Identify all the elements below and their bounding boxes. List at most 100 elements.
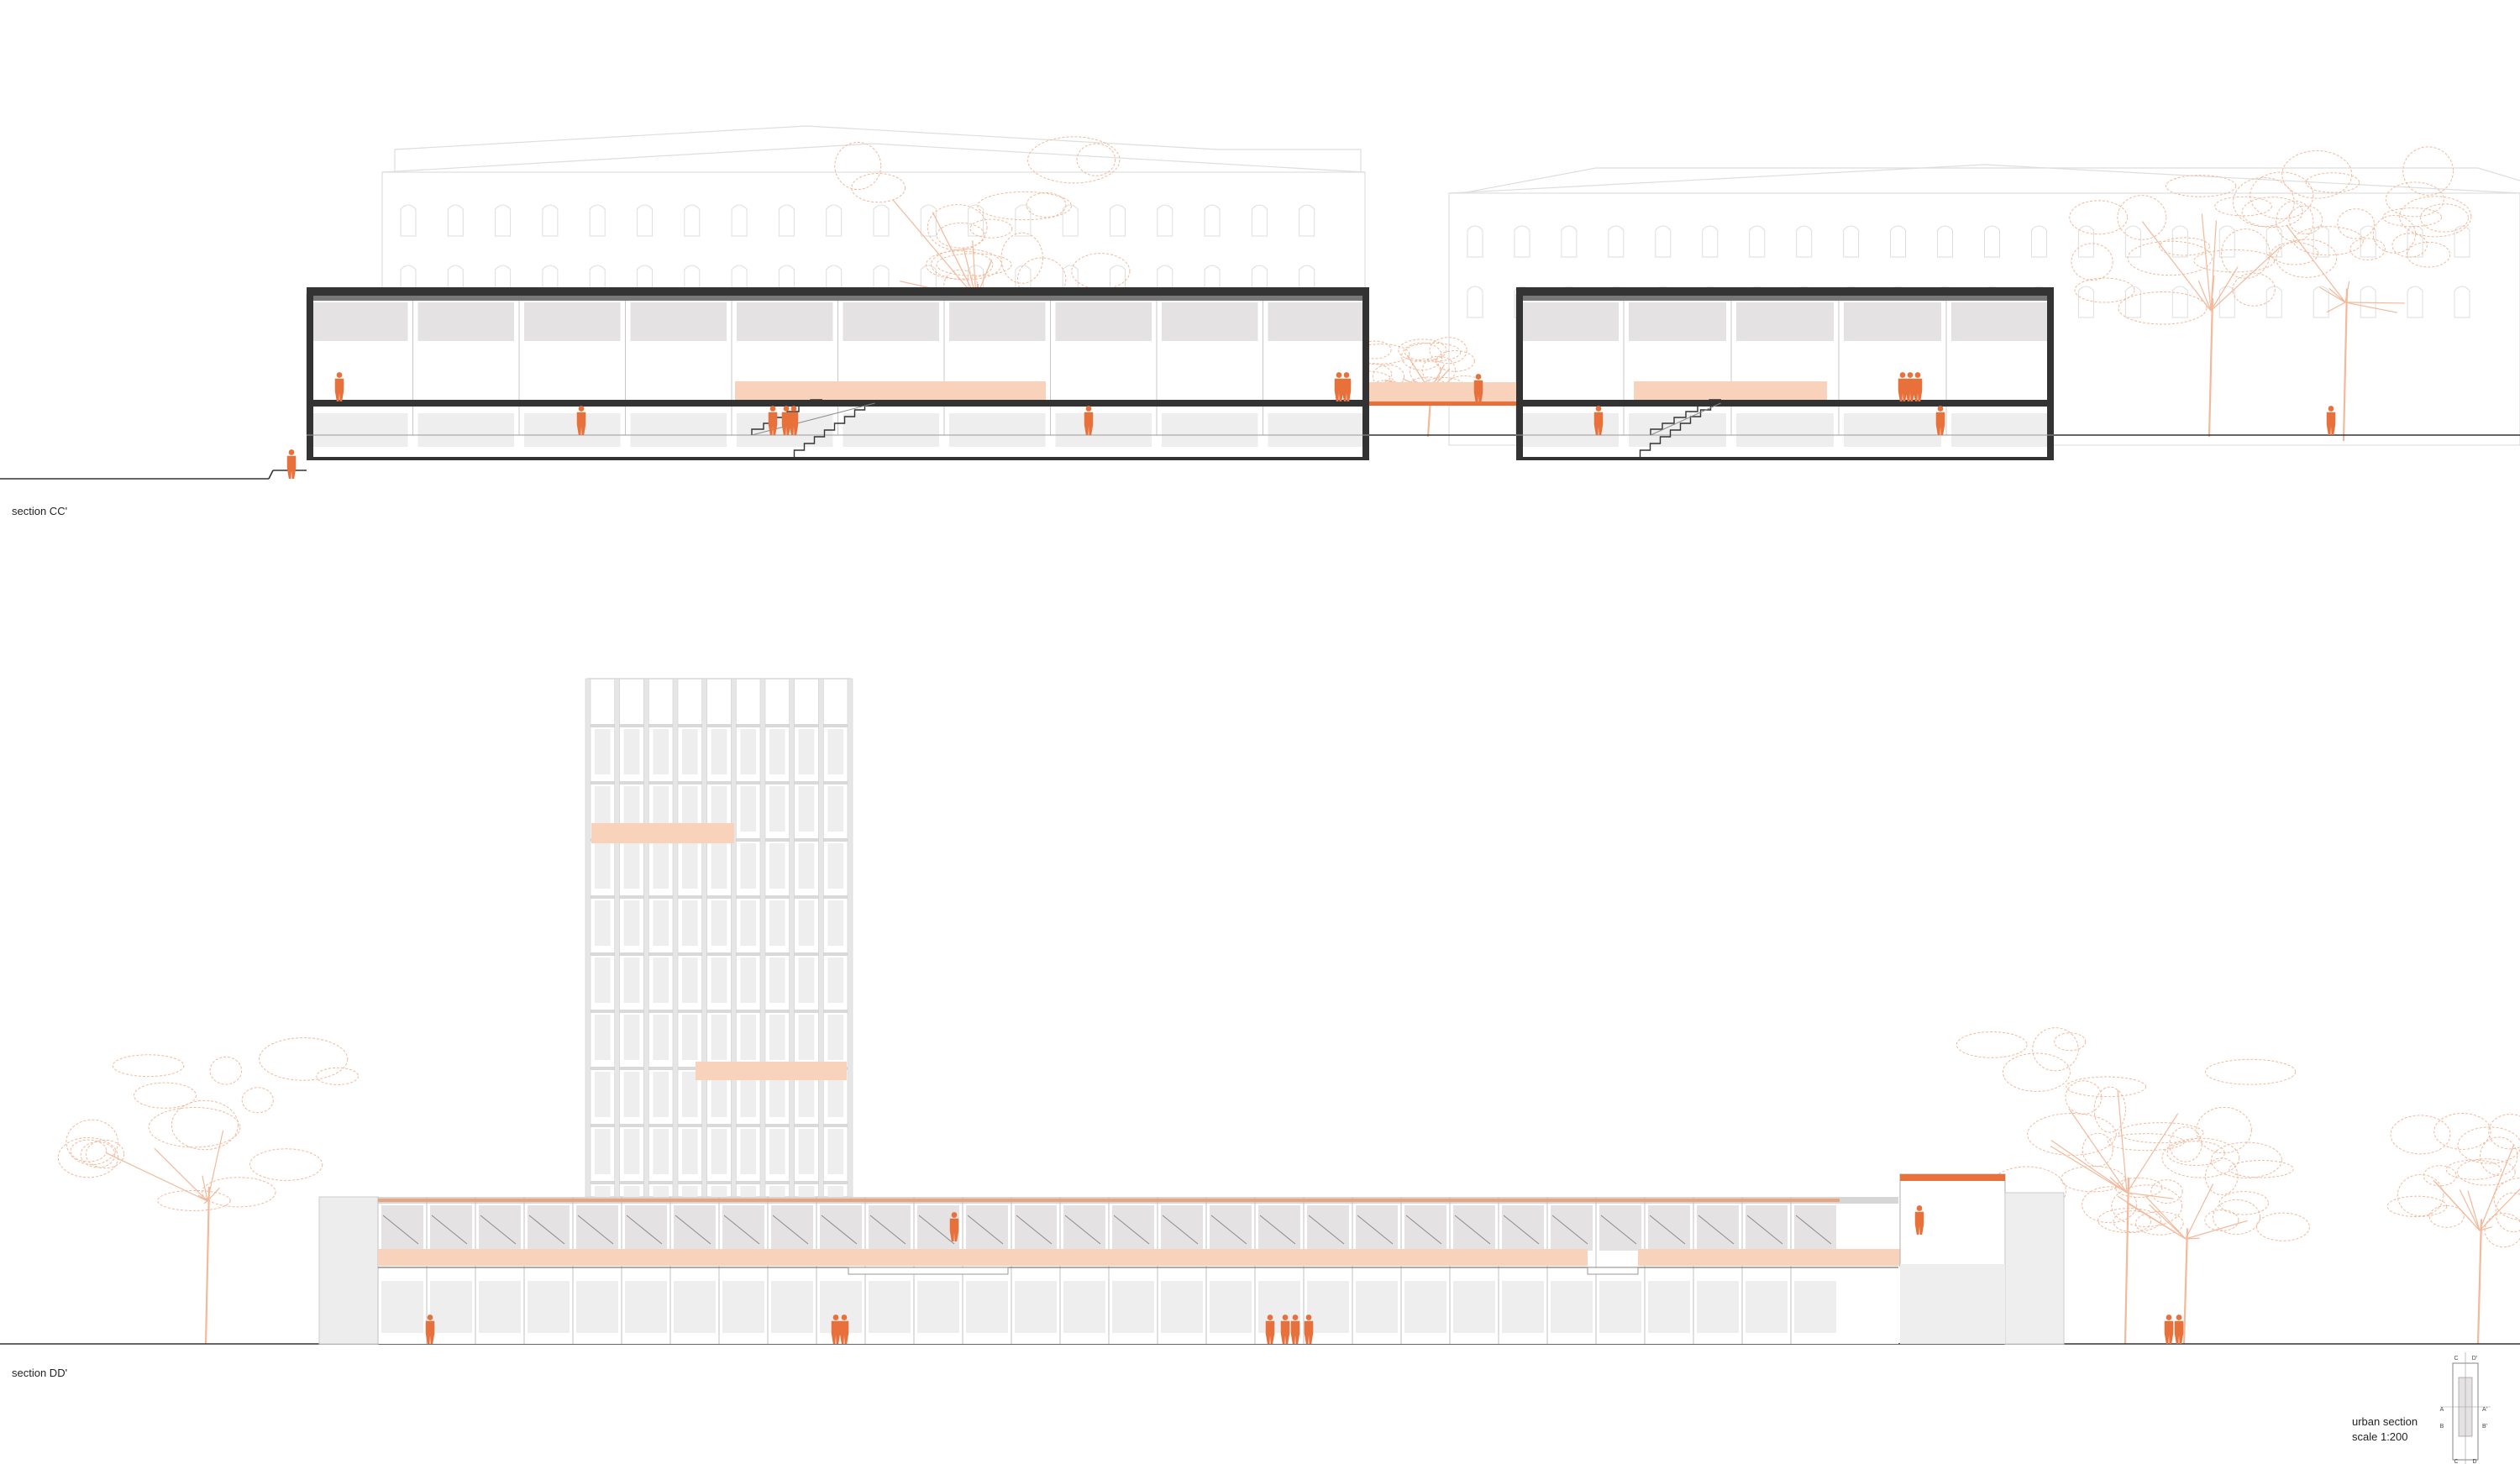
tree-foliage xyxy=(2372,214,2417,254)
bar-upper-bay xyxy=(479,1205,521,1251)
context-window xyxy=(1467,225,1483,258)
upper-bay-shade xyxy=(1951,302,2049,341)
context-window xyxy=(920,204,937,237)
tower-window xyxy=(798,843,815,889)
context-window xyxy=(2265,225,2282,258)
tree-foliage xyxy=(80,1141,116,1168)
tree-foliage xyxy=(2166,1141,2225,1167)
stair-stringer xyxy=(1650,402,1721,436)
bar-upper-bay xyxy=(430,1205,472,1251)
tree-branch xyxy=(2201,213,2212,312)
context-window xyxy=(2313,225,2329,258)
bar-brace xyxy=(821,1215,858,1245)
lower-bay-shade xyxy=(1844,413,1941,447)
key-plan-letter: A' xyxy=(2482,1407,2487,1413)
tower-window xyxy=(798,1072,815,1117)
tree-trunk xyxy=(2182,1228,2189,1345)
tower-slab xyxy=(588,1010,850,1013)
tower-window xyxy=(711,900,727,946)
tower-fin xyxy=(847,678,853,1198)
tree-foliage xyxy=(2061,1166,2126,1193)
tower-window xyxy=(682,1015,698,1060)
bridge-deck xyxy=(1369,401,1516,406)
tree-foliage xyxy=(2479,1136,2518,1176)
tree-foliage xyxy=(2082,1132,2113,1168)
person-head xyxy=(841,1314,848,1320)
tree-foliage xyxy=(2193,249,2276,273)
tree-foliage xyxy=(2391,233,2428,258)
upper-bay-shade xyxy=(737,302,833,341)
context-window xyxy=(1299,204,1315,237)
tree-branch xyxy=(2185,1220,2248,1240)
tower-window xyxy=(711,958,727,1003)
person-cc xyxy=(768,406,778,435)
bar-brace xyxy=(1162,1215,1199,1245)
tree-foliage xyxy=(2054,1032,2087,1052)
bar-upper-bay xyxy=(1112,1205,1154,1251)
bar-upper-bay xyxy=(1551,1205,1593,1251)
context-window xyxy=(1251,265,1268,297)
bar-orange-roofline xyxy=(378,1199,1840,1202)
tower-slab xyxy=(588,1124,850,1127)
tower-window xyxy=(740,843,756,889)
stair-upper xyxy=(1639,402,1721,457)
tower-window xyxy=(623,1072,640,1117)
bar-lower-bay xyxy=(966,1281,1008,1333)
tree-foliage xyxy=(2204,1209,2239,1231)
tower-window xyxy=(827,843,843,889)
key-plan-letter: B' xyxy=(2482,1424,2487,1430)
bar-lower-bay xyxy=(1599,1281,1641,1333)
bar-orange-band-3 xyxy=(1638,1249,1907,1266)
bar-lower-bay xyxy=(576,1281,618,1333)
tree-branch xyxy=(2319,286,2346,303)
key-plan-letter: C xyxy=(2454,1459,2458,1464)
bar-lower-bay xyxy=(1161,1281,1203,1333)
bar-lower-bay xyxy=(1648,1281,1690,1333)
bar-brace xyxy=(723,1215,760,1245)
bar-lower-bay xyxy=(771,1281,813,1333)
tree-foliage xyxy=(2386,1195,2448,1218)
context-window xyxy=(826,204,843,237)
tower-window xyxy=(623,843,640,889)
tree-foliage xyxy=(2113,1210,2151,1233)
section-cc-drawing xyxy=(0,287,2520,480)
context-window xyxy=(1514,225,1530,258)
tower-window xyxy=(595,843,611,889)
context-window xyxy=(1655,225,1672,258)
context-window xyxy=(684,204,701,237)
bar-orange-band-1 xyxy=(378,1249,1168,1266)
tree-branch xyxy=(2479,1144,2515,1231)
person-dd xyxy=(831,1314,841,1344)
tree-branch xyxy=(2117,1195,2187,1240)
tree-branch xyxy=(2344,302,2398,313)
tower-window xyxy=(798,729,815,774)
context-window xyxy=(1110,265,1126,297)
person-cc xyxy=(1593,406,1604,435)
bar-lower-bay xyxy=(1697,1281,1739,1333)
person-cc xyxy=(1935,406,1945,435)
bar-upper-bay xyxy=(1697,1205,1739,1251)
person-body xyxy=(1290,1320,1300,1344)
tower-window xyxy=(623,729,640,774)
context-window xyxy=(2407,225,2423,258)
building-cc-left xyxy=(306,287,1369,460)
tower-window xyxy=(740,900,756,946)
tree-foliage xyxy=(2118,1122,2204,1144)
tree-foliage xyxy=(2127,240,2213,276)
tower-window xyxy=(711,1072,727,1117)
tower-window xyxy=(682,958,698,1003)
context-window xyxy=(637,265,653,297)
bar-upper-bay xyxy=(820,1205,862,1251)
tree-foliage xyxy=(930,249,1002,281)
bar-brace xyxy=(1405,1215,1442,1245)
tower-window xyxy=(653,1015,669,1060)
lower-bay-shade xyxy=(1951,413,2049,447)
bar-lower-bay xyxy=(381,1281,423,1333)
upper-bay-shade xyxy=(1521,302,1619,341)
tree-foliage xyxy=(1027,136,1121,184)
bar-upper-bay xyxy=(1794,1205,1836,1251)
context-window xyxy=(2030,225,2047,258)
bar-upper-bay xyxy=(1258,1205,1300,1251)
